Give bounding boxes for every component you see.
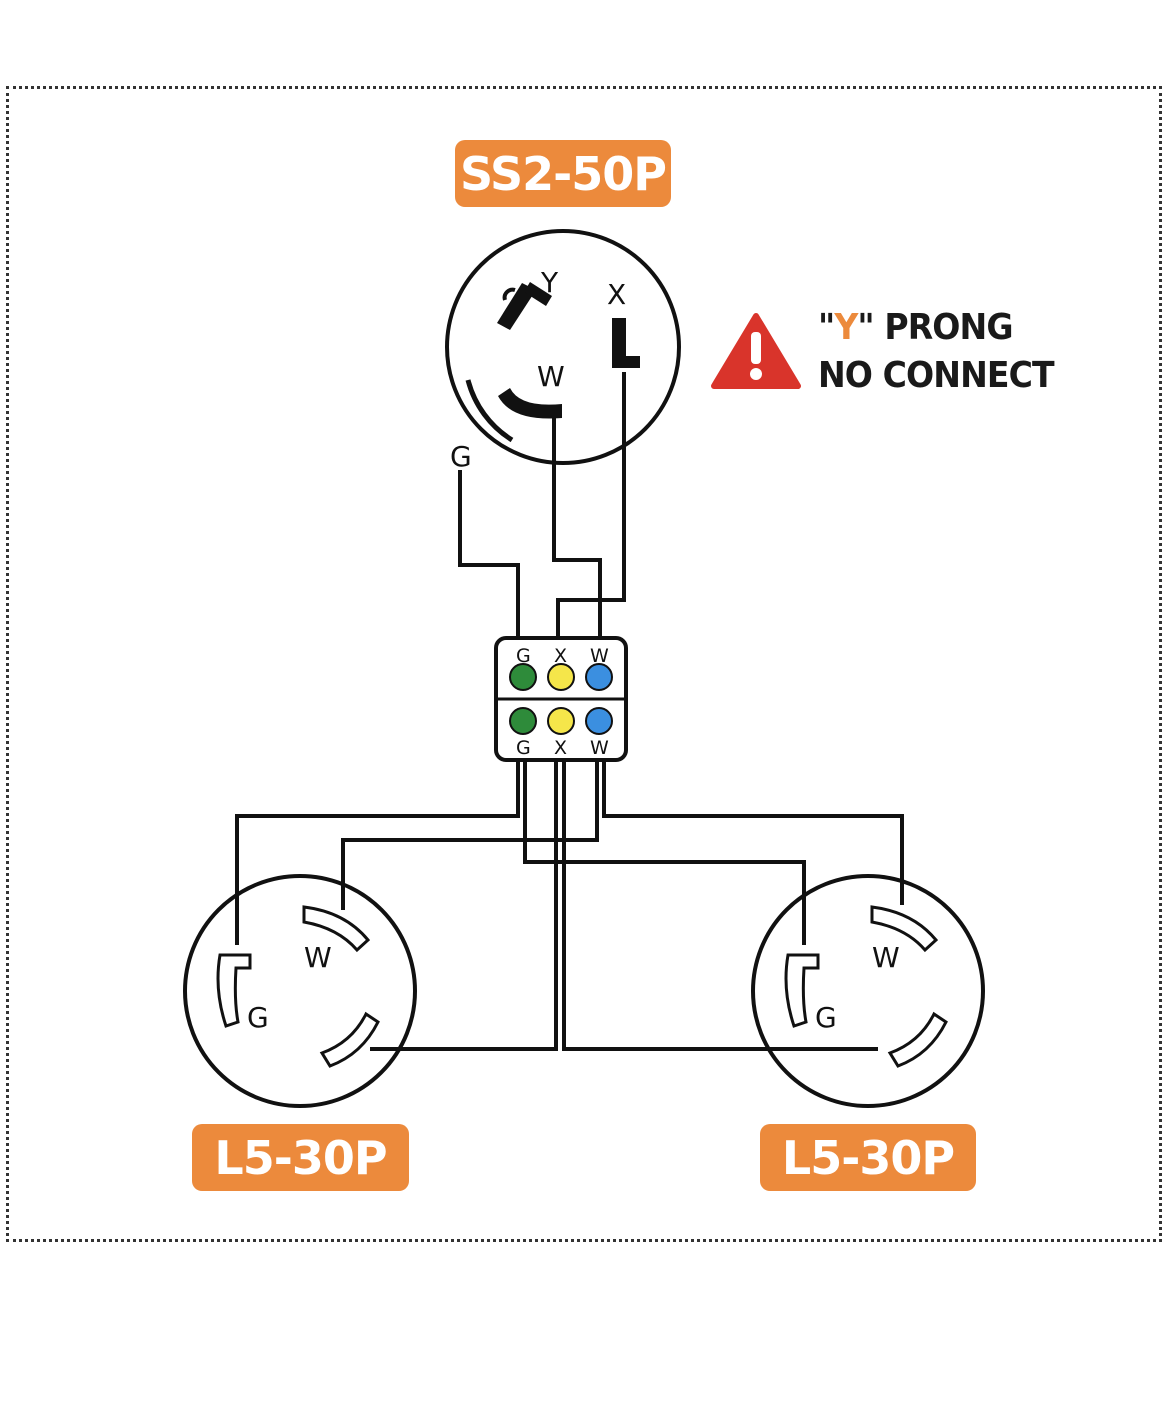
- tb-top-label-g: G: [516, 645, 531, 667]
- ss2-50p-plug: Y X W G: [445, 229, 681, 473]
- left-l5-30p-plug: W G: [183, 874, 417, 1108]
- w-prong: [498, 388, 562, 419]
- left-label-w: W: [304, 941, 332, 974]
- tb-bottom-label-w: W: [590, 737, 609, 759]
- diagram-frame: [6, 86, 1162, 1242]
- right-g-prong: [784, 953, 820, 1028]
- warning-message: "Y" PRONG NO CONNECT: [818, 304, 1055, 400]
- output-wires: [235, 760, 904, 1051]
- warning-icon: [711, 313, 801, 389]
- tb-bottom-g-dot: [509, 707, 537, 735]
- right-w-prong: [870, 905, 939, 953]
- tb-bottom-label-x: X: [554, 737, 567, 759]
- tb-top-g-dot: [509, 663, 537, 691]
- x-prong: [612, 318, 640, 368]
- warning-line-1-rest: PRONG: [873, 307, 1013, 348]
- tb-top-label-x: X: [554, 645, 567, 667]
- right-label-g: G: [815, 1001, 837, 1034]
- right-l5-30p-plug: W G: [751, 874, 985, 1108]
- input-wires: [458, 372, 626, 640]
- warning-line-1: "Y" PRONG: [818, 304, 1054, 352]
- label-g: G: [450, 440, 472, 473]
- tb-bottom-w-dot: [585, 707, 613, 735]
- warning-quote-open: ": [818, 307, 835, 348]
- terminal-block: G X W G X W: [494, 636, 628, 762]
- tb-bottom-label-g: G: [516, 737, 531, 759]
- warning-letter: Y: [834, 307, 858, 348]
- label-x: X: [607, 278, 626, 311]
- warning-quote-close: ": [857, 307, 874, 348]
- label-y: Y: [540, 266, 559, 299]
- tb-bottom-x-dot: [547, 707, 575, 735]
- tb-top-w-dot: [585, 663, 613, 691]
- right-l5-30p-badge: L5-30P: [760, 1124, 976, 1191]
- left-label-g: G: [247, 1001, 269, 1034]
- label-w: W: [537, 360, 565, 393]
- tb-top-label-w: W: [590, 645, 609, 667]
- right-x-prong: [887, 1011, 948, 1068]
- right-label-w: W: [872, 941, 900, 974]
- warning-line-2: NO CONNECT: [818, 355, 1055, 396]
- y-prong: [497, 283, 536, 330]
- left-g-prong: [216, 953, 252, 1028]
- left-w-prong: [302, 905, 371, 953]
- left-x-prong: [319, 1011, 380, 1068]
- left-l5-30p-badge: L5-30P: [192, 1124, 409, 1191]
- tb-top-x-dot: [547, 663, 575, 691]
- ss2-50p-badge: SS2-50P: [455, 140, 671, 207]
